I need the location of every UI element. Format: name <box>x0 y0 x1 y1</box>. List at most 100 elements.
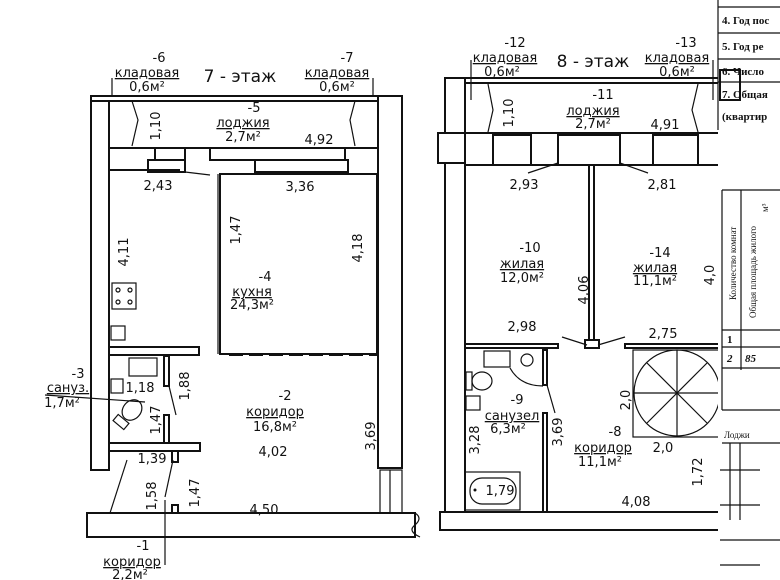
column-header-unit: м³ <box>760 203 770 212</box>
dimension: 4,08 <box>622 495 651 510</box>
bathroom-label: сануз. <box>47 381 89 396</box>
sink-icon <box>465 395 481 411</box>
dimension: 1,10 <box>149 112 164 141</box>
sink-icon <box>110 325 126 341</box>
floor-8-title: 8 - этаж <box>557 52 630 72</box>
dimension: 3,69 <box>551 418 566 447</box>
dimension: 4,02 <box>259 445 288 460</box>
room-14-label: жилая <box>633 261 677 276</box>
outer-wall-right <box>377 95 403 469</box>
room-14-area: 11,1м² <box>633 274 677 289</box>
outer-wall-left <box>90 95 110 471</box>
storage-left-number: -12 <box>504 36 525 51</box>
kitchen-area: 24,3м² <box>230 298 274 313</box>
loggia-area: 2,7м² <box>225 130 261 145</box>
dimension: 4,91 <box>651 118 680 133</box>
table-cell: 85 <box>745 353 757 365</box>
room-10-label: жилая <box>500 257 544 272</box>
corridor-label: коридор <box>246 405 304 420</box>
corridor-number: -2 <box>279 389 292 404</box>
storage-door <box>487 83 494 133</box>
dimension: 3,36 <box>286 180 315 195</box>
dimension: 2,43 <box>144 179 173 194</box>
floor-8-plan: -12 кладовая 0,6м² 8 - этаж -13 кладовая… <box>437 36 741 531</box>
dimension: 1,88 <box>178 372 193 401</box>
column-header-area: Общая площадь жилого <box>748 225 758 318</box>
storage-left-label: кладовая <box>115 66 180 81</box>
dimension: 1,47 <box>149 406 164 435</box>
storage-door <box>131 100 139 147</box>
dimension: 4,06 <box>577 276 592 305</box>
storage-left-label: кладовая <box>473 51 538 66</box>
table-cell: 2 <box>726 353 733 365</box>
outer-wall-top <box>90 95 403 102</box>
table-cell: 1 <box>727 334 733 346</box>
storage-right-area: 0,6м² <box>319 80 355 95</box>
table-row-label: 4. Год пос <box>722 15 769 27</box>
loggia-area: 2,7м² <box>575 117 611 132</box>
storage-left-number: -6 <box>153 51 166 66</box>
dimension: 1,58 <box>145 482 160 511</box>
outer-wall-bottom <box>86 512 416 538</box>
bathtub-dimension: 1,79 <box>486 484 515 499</box>
storage-right-label: кладовая <box>305 66 370 81</box>
washbasin-icon <box>128 357 158 377</box>
stove-icon <box>111 282 137 310</box>
partition-wall <box>588 164 595 346</box>
hall-number: -1 <box>137 539 150 554</box>
dimension: 3,69 <box>364 422 379 451</box>
loggia-column-label: Лоджи <box>724 430 750 440</box>
dimension: 1,10 <box>502 99 517 128</box>
storage-right-area: 0,6м² <box>659 65 695 80</box>
dimension: 2,98 <box>508 320 537 335</box>
room-10-number: -10 <box>519 241 540 256</box>
dimension: 1,72 <box>691 458 706 487</box>
bathroom-number: -3 <box>72 367 85 382</box>
corridor-area: 16,8м² <box>253 420 297 435</box>
storage-left-area: 0,6м² <box>484 65 520 80</box>
bathroom-area: 6,3м² <box>490 422 526 437</box>
column-header-rooms: Количество комнат <box>728 227 738 300</box>
dimension: 1,39 <box>138 452 167 467</box>
bathtub-icon <box>464 471 521 511</box>
kitchen-number: -4 <box>259 270 272 285</box>
storage-right-number: -13 <box>675 36 696 51</box>
storage-door <box>349 100 356 147</box>
dimension: 2,0 <box>619 390 634 411</box>
storage-right-number: -7 <box>341 51 354 66</box>
dimension: 1,47 <box>188 479 203 508</box>
dimension: 2,75 <box>649 327 678 342</box>
dimension: 1,47 <box>229 216 244 245</box>
dimension: 2,0 <box>653 441 674 456</box>
table-row-label: 6. Число <box>722 66 764 78</box>
dimension: 4,0 <box>703 265 718 286</box>
dimension: 4,50 <box>250 503 279 518</box>
table-row-label: 7. Общая <box>722 89 768 101</box>
dimension: 1,18 <box>126 381 155 396</box>
room-10-area: 12,0м² <box>500 271 544 286</box>
dimension: 3,28 <box>468 426 483 455</box>
kitchen-wall <box>219 173 378 355</box>
bathroom-label: санузел <box>485 409 540 424</box>
outer-wall-bottom <box>439 511 726 531</box>
washbasin-icon <box>483 350 511 368</box>
dimension: 2,93 <box>510 178 539 193</box>
loggia-number: -5 <box>248 101 261 116</box>
storage-door <box>691 83 699 133</box>
table-row-label: 5. Год ре <box>722 41 764 53</box>
bathroom-number: -9 <box>511 393 524 408</box>
table-row-label: (квартир <box>722 111 767 123</box>
hall-label: коридор <box>103 555 161 570</box>
corridor-area: 11,1м² <box>578 455 622 470</box>
dimension: 4,18 <box>351 234 366 263</box>
loggia-label: лоджия <box>216 116 269 131</box>
storage-right-label: кладовая <box>645 51 710 66</box>
kitchen-label: кухня <box>232 285 272 300</box>
corridor-label: коридор <box>574 441 632 456</box>
storage-left-area: 0,6м² <box>129 80 165 95</box>
floor-7-title: 7 - этаж <box>204 67 277 87</box>
dimension: 2,81 <box>648 178 677 193</box>
loggia-label: лоджия <box>566 104 619 119</box>
side-table: 4. Год пос 5. Год ре 6. Число 7. Общая (… <box>717 0 780 580</box>
